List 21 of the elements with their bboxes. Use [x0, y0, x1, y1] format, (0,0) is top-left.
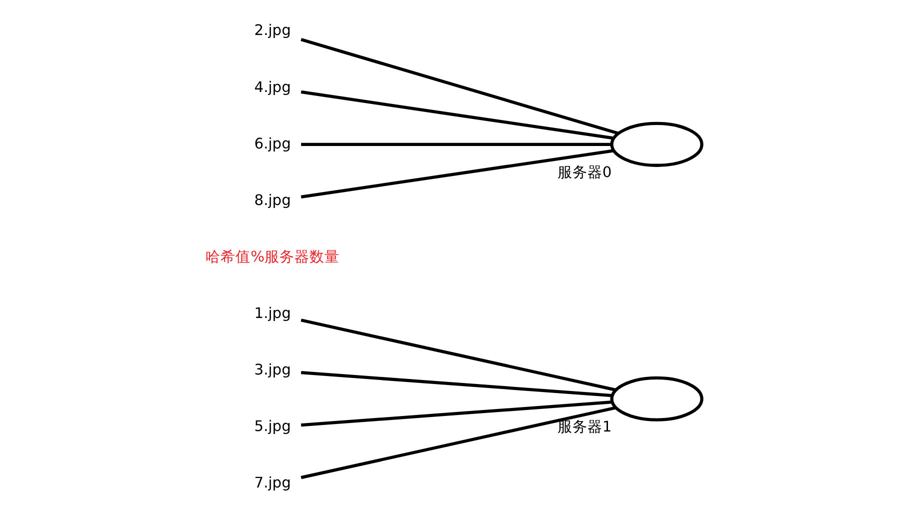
node-text: 2.jpg: [254, 22, 291, 40]
connector: [300, 400, 612, 427]
node-text: 1.jpg: [254, 304, 291, 322]
node-label: 服务器1: [557, 418, 612, 436]
connector: [300, 38, 619, 135]
connector: [300, 406, 616, 480]
node-text: 6.jpg: [254, 135, 291, 152]
node-ellipse: [610, 122, 704, 167]
node-text: 3.jpg: [254, 361, 291, 378]
connector: [300, 371, 612, 398]
node-text: 7.jpg: [254, 474, 291, 492]
node-text: 5.jpg: [254, 418, 291, 435]
node-label: 服务器0: [557, 164, 612, 182]
node-ellipse: [610, 376, 704, 422]
connector: [300, 149, 614, 198]
node-text: 8.jpg: [254, 192, 291, 209]
connector: [300, 90, 614, 140]
label: 哈希值%服务器数量: [206, 248, 340, 266]
connector: [300, 318, 616, 392]
node-text: 4.jpg: [254, 78, 291, 96]
connector: [301, 142, 612, 146]
